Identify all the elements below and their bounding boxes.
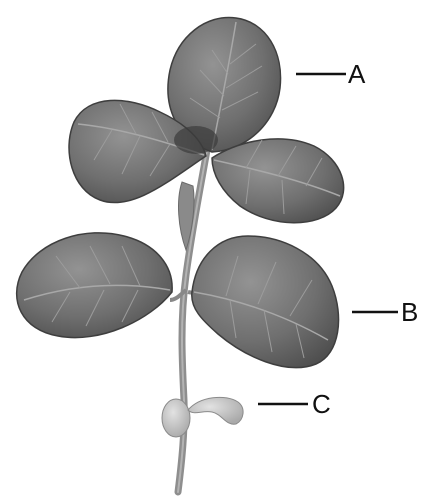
label-c: C [312, 389, 331, 419]
cotyledons [162, 397, 243, 437]
label-a: A [348, 59, 366, 89]
upper-trifoliate-leaf [69, 18, 344, 223]
labels: A B C [312, 59, 418, 419]
right-cotyledon [188, 397, 243, 424]
stem [170, 150, 208, 492]
unifoliate-leaves [17, 233, 339, 368]
label-b: B [401, 297, 418, 327]
right-unifoliate-leaf [192, 236, 339, 368]
left-unifoliate-leaf [17, 233, 172, 338]
left-cotyledon [162, 399, 190, 437]
upper-right-leaflet [212, 139, 344, 223]
